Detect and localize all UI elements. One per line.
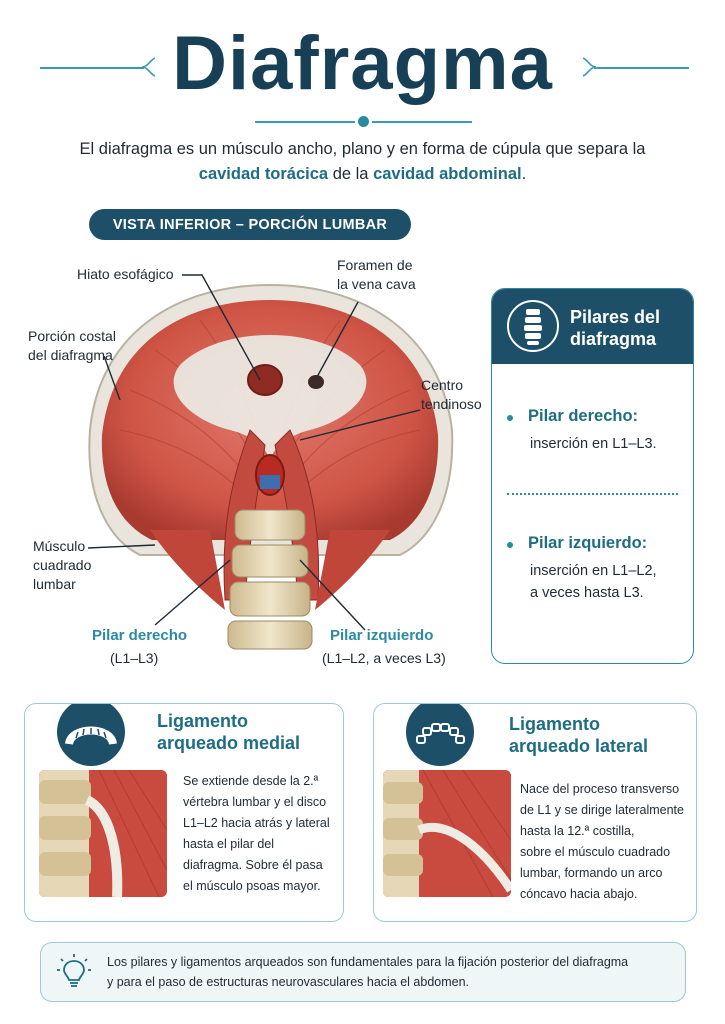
pilar-derecho-title: Pilar derecho:: [528, 407, 639, 425]
bullet-left: [507, 542, 513, 548]
divider-left: [255, 121, 355, 123]
divider-right: [372, 121, 472, 123]
label-cuadrado-line1: Músculo: [33, 538, 86, 554]
pillars-card-header: Pilares del diafragma: [492, 289, 693, 364]
pilar-izquierdo-text-1: inserción en L1–L2,: [530, 563, 657, 579]
ligament-lateral-title: Ligamento arqueado lateral: [509, 714, 649, 756]
label-hiato-esofagico: Hiato esofágico: [77, 266, 174, 282]
title-line-right: [594, 67, 689, 69]
pillars-separator: [507, 493, 678, 495]
ligament-medial-card: Ligamento arqueado medial Se extiende de…: [24, 703, 344, 922]
label-costal-line1: Porción costal: [28, 328, 116, 344]
label-cuadrado-line3: lumbar: [33, 576, 76, 592]
label-pilar-derecho-sub: (L1–L3): [110, 650, 159, 666]
label-pilar-izquierdo: Pilar izquierdo: [330, 627, 434, 644]
pillars-card-title: Pilares del diafragma: [570, 307, 661, 349]
divider-dot: [358, 116, 369, 127]
label-pilar-izquierdo-sub: (L1–L2, a veces L3): [322, 650, 446, 666]
ligament-lateral-image: [383, 770, 511, 897]
ligament-lateral-text: Nace del proceso transverso de L1 y se d…: [520, 782, 684, 901]
arch-outline-icon: [406, 704, 474, 766]
title-line-left: [40, 67, 144, 69]
label-pilar-derecho: Pilar derecho: [92, 627, 188, 644]
view-badge: VISTA INFERIOR – PORCIÓN LUMBAR: [89, 209, 411, 240]
label-centro-line1: Centro: [421, 377, 464, 393]
ligament-medial-text: Se extiende desde la 2.ª vértebra lumbar…: [183, 774, 330, 893]
pilar-derecho-text: inserción en L1–L3.: [530, 436, 657, 452]
title-ornament-left: [141, 57, 156, 77]
ligament-medial-image: [39, 770, 167, 897]
footer-note: Los pilares y ligamentos arqueados son f…: [40, 942, 686, 1002]
footer-text: Los pilares y ligamentos arqueados son f…: [107, 955, 629, 989]
ligament-medial-title: Ligamento arqueado medial: [157, 711, 301, 753]
page-title: Diafragma: [172, 21, 553, 106]
label-centro-line2: tendinoso: [421, 396, 482, 412]
pillars-card: Pilares del diafragma Pilar derecho: ins…: [491, 288, 694, 664]
label-costal-line2: del diafragma: [28, 347, 113, 363]
arch-icon: [57, 704, 125, 766]
intro-highlight-thoracic: cavidad torácica: [198, 165, 329, 183]
label-foramen-line2: la vena cava: [337, 276, 416, 292]
intro-text: El diafragma es un músculo ancho, plano …: [79, 140, 646, 183]
label-foramen-line1: Foramen de: [337, 257, 413, 273]
pilar-izquierdo-text-2: a veces hasta L3.: [530, 585, 644, 601]
diaphragm-illustration: [87, 274, 454, 650]
intro-highlight-abdominal: cavidad abdominal: [373, 165, 522, 183]
label-cuadrado-line2: cuadrado: [33, 557, 92, 573]
ligament-lateral-card: Ligamento arqueado lateral Nace del proc…: [373, 703, 697, 922]
pilar-izquierdo-title: Pilar izquierdo:: [528, 534, 648, 552]
bullet-right: [507, 415, 513, 421]
lightbulb-icon: [57, 954, 91, 987]
spine-icon: [507, 300, 559, 352]
